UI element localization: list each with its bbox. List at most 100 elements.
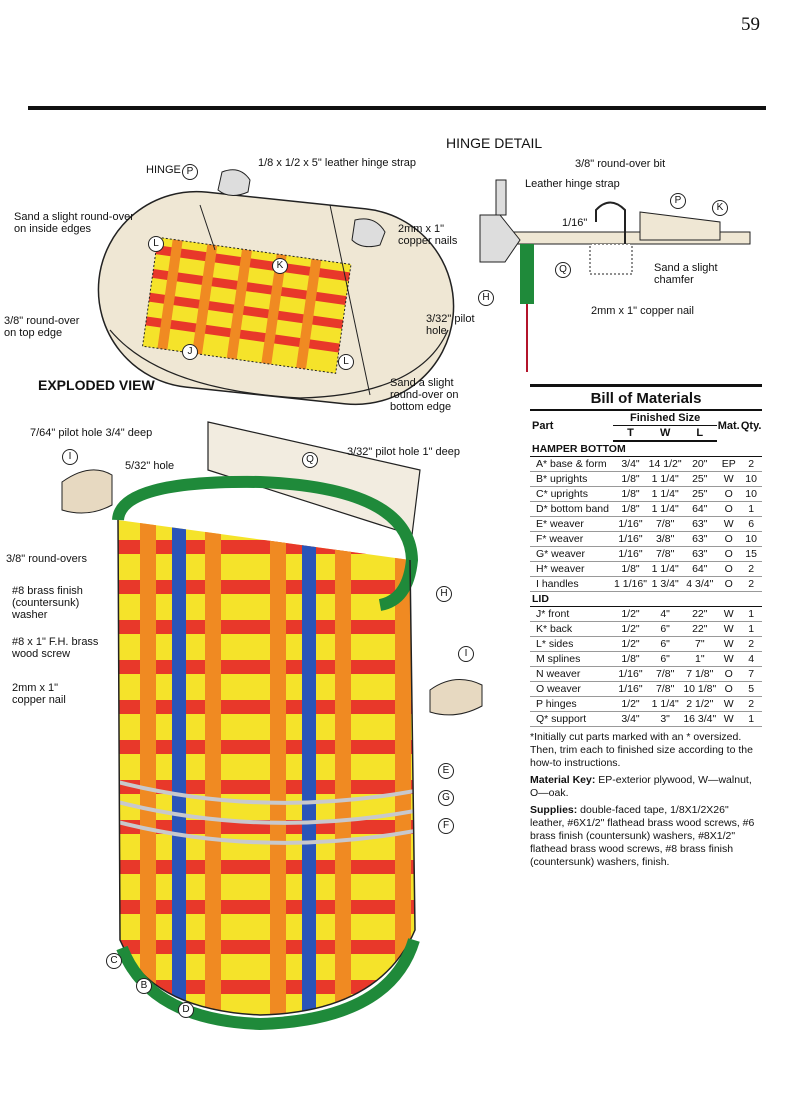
bom-cell-t: 1/8" [613,651,648,667]
callout: C [106,953,122,969]
bom-cell-w: 14 1/2" [647,456,683,472]
bom-cell-w: 6" [647,651,683,667]
bom-section-title: LID [530,591,762,607]
strap-label: 1/8 x 1/2 x 5" leather hinge strap [258,157,417,169]
bom-cell-t: 1/8" [613,471,648,487]
bom-cell-l: 7" [682,636,718,652]
col-t: T [613,425,648,442]
bom-cell-mat: O [717,666,741,682]
bom-cell-t: 3/4" [613,456,648,472]
bom-cell-part: C* uprights [530,486,614,502]
bom-cell-t: 1/16" [613,546,648,562]
bom-cell-w: 1 1/4" [647,501,683,517]
bom-cell-l: 20" [682,456,718,472]
bom-cell-mat: O [717,531,741,547]
bom-cell-l: 25" [682,486,718,502]
bom-cell-mat: EP [717,456,741,472]
pilot-34-label: 7/64" pilot hole 3/4" deep [30,427,153,439]
bom-cell-t: 1/8" [613,501,648,517]
bom-cell-t: 1/2" [613,621,648,637]
gap-label: 1/16" [562,217,588,229]
exploded-view-title: EXPLODED VIEW [38,377,155,393]
bom-cell-part: L* sides [530,636,614,652]
bom-cell-w: 7/8" [647,666,683,682]
bom-cell-w: 7/8" [647,546,683,562]
callout: P [670,193,686,209]
callout: L [148,236,164,252]
bom-cell-part: G* weaver [530,546,614,562]
bom-cell-t: 1 1/16" [613,576,648,592]
bom-cell-mat: W [717,621,741,637]
callout: L [338,354,354,370]
bom-cell-w: 1 1/4" [647,696,683,712]
material-key-text: EP-exterior plywood, W—walnut, O—oak. [530,774,752,799]
sand-bottom-label: Sand a slight round-over on bottom edge [390,377,459,413]
col-l: L [682,425,718,442]
bom-cell-qty: 2 [740,561,762,577]
bom-cell-w: 6" [647,636,683,652]
pilot-1-label: 3/32" pilot hole 1" deep [347,446,461,458]
washer-label: #8 brass finish (countersunk) washer [12,585,83,621]
callout: H [436,586,452,602]
bom-cell-t: 1/16" [613,666,648,682]
bom-cell-t: 1/8" [613,561,648,577]
bom-cell-qty: 10 [740,531,762,547]
callout: Q [302,452,318,468]
col-qty: Qty. [740,420,762,432]
roundover-top-label: 3/8" round-over on top edge [4,315,80,339]
bom-cell-w: 3" [647,711,683,727]
bom-cell-t: 1/2" [613,636,648,652]
bom-cell-qty: 1 [740,606,762,622]
bom-cell-l: 16 3/4" [682,711,718,727]
bom-cell-mat: O [717,546,741,562]
bom-cell-qty: 5 [740,681,762,697]
bom-cell-qty: 2 [740,456,762,472]
header-rule [28,106,766,110]
bom-cell-mat: W [717,516,741,532]
bom-cell-qty: 2 [740,696,762,712]
col-finished: Finished Size [613,411,718,426]
copper-nail-label: 2mm x 1" copper nail [12,682,66,706]
col-w: W [647,425,683,442]
bom-cell-mat: O [717,576,741,592]
callout: I [458,646,474,662]
bom-cell-t: 1/2" [613,606,648,622]
bom-cell-w: 1 1/4" [647,561,683,577]
bom-cell-part: A* base & form [530,456,614,472]
bom-cell-mat: O [717,501,741,517]
bom-cell-w: 1 3/4" [647,576,683,592]
bom-cell-qty: 4 [740,651,762,667]
bill-of-materials: Bill of Materials Part Finished Size Mat… [530,384,762,869]
hinge-label: HINGE [146,164,181,176]
bom-cell-qty: 2 [740,576,762,592]
bom-cell-l: 64" [682,501,718,517]
bom-footnote: *Initially cut parts marked with an * ov… [530,731,753,769]
screw-label: #8 x 1" F.H. brass wood screw [12,636,99,660]
supplies: Supplies: double-faced tape, 1/8X1/2X26"… [530,804,762,869]
bom-cell-qty: 1 [740,621,762,637]
callout: J [182,344,198,360]
bom-cell-qty: 10 [740,486,762,502]
page-number: 59 [741,14,760,35]
callout: H [478,290,494,306]
bom-cell-t: 1/8" [613,486,648,502]
bom-cell-mat: W [717,711,741,727]
hinge-detail-title: HINGE DETAIL [446,135,543,151]
hole-532-label: 5/32" hole [125,460,175,472]
bom-cell-l: 25" [682,471,718,487]
bom-cell-mat: W [717,606,741,622]
supplies-text: double-faced tape, 1/8X1/2X26" leather, … [530,804,755,868]
bom-cell-l: 22" [682,606,718,622]
callout: K [712,200,728,216]
bom-cell-part: O weaver [530,681,614,697]
callout: E [438,763,454,779]
bom-section: LID [530,591,762,607]
